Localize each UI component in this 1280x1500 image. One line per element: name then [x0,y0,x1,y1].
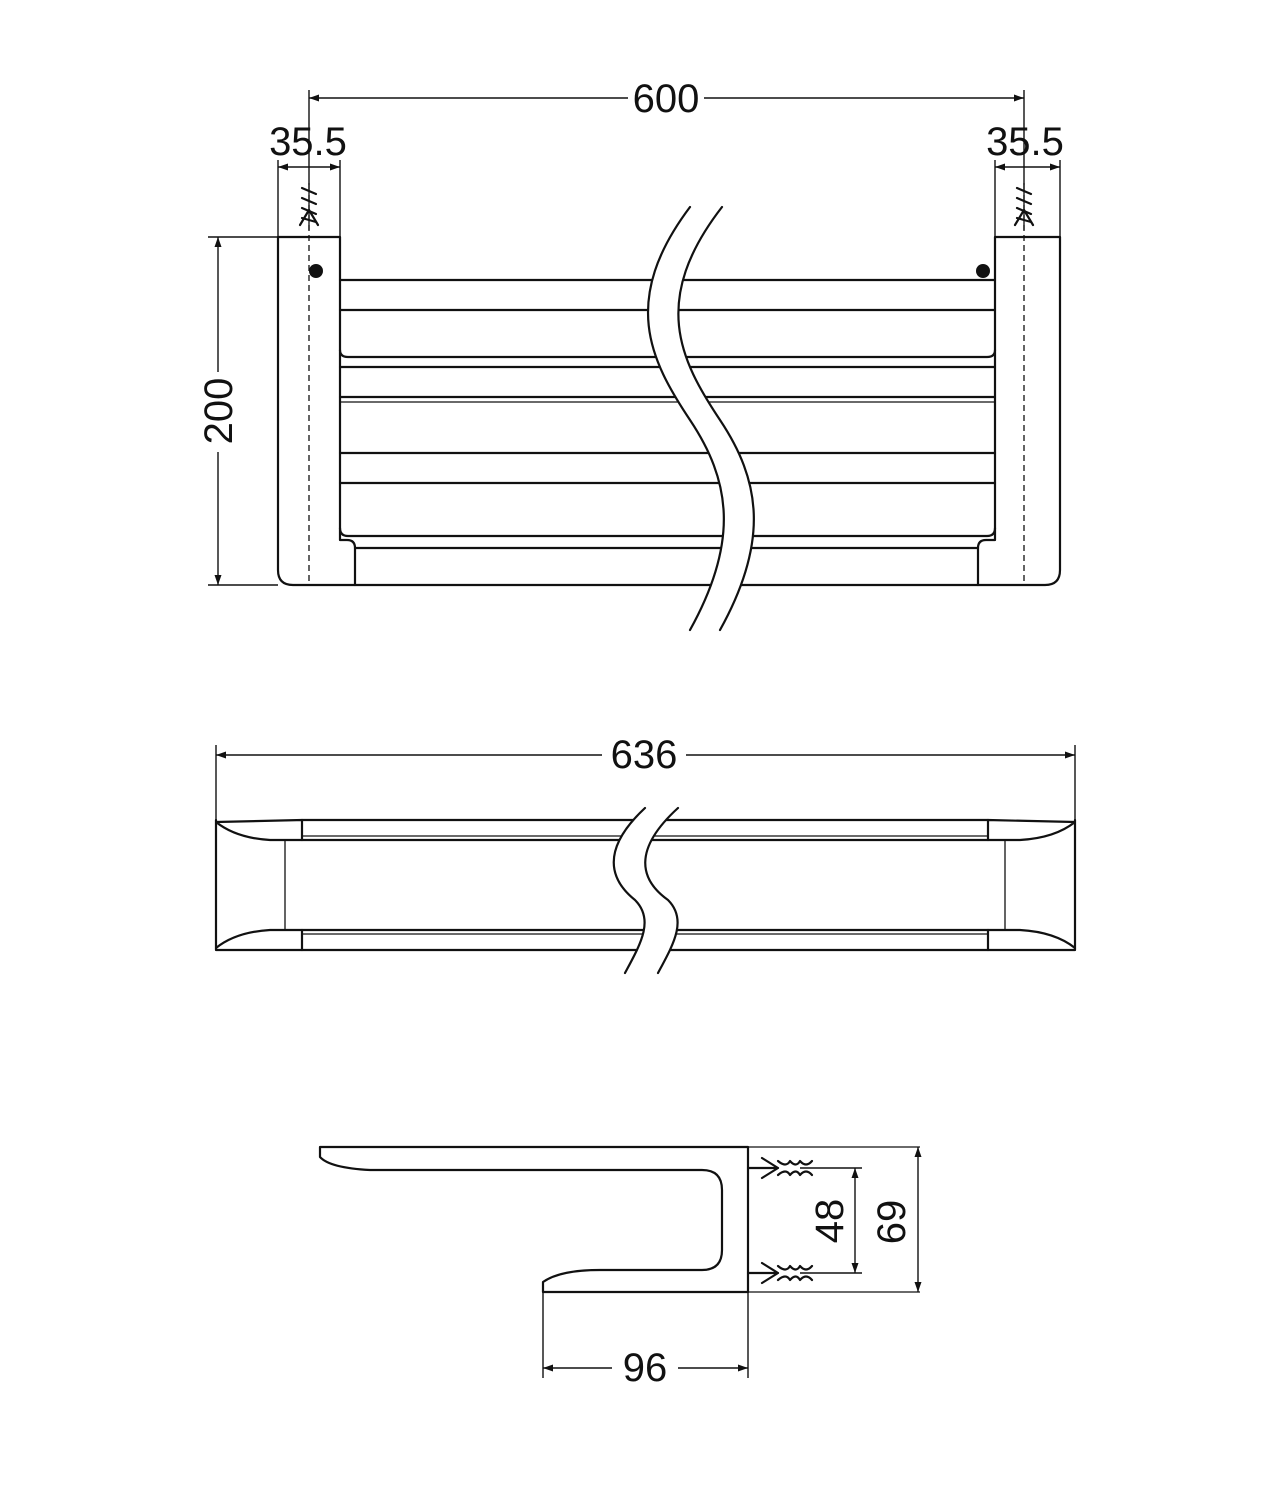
side-upper-screw-icon [746,1156,814,1180]
dimension-48: 48 [800,1167,862,1274]
left-fixing-dot [309,264,323,278]
dimension-600: 600 [308,77,1025,185]
top-view: 636 [214,733,1077,975]
front-break-line [648,207,754,630]
dimension-96: 96 [542,1292,749,1390]
dimension-35-5-left: 35.5 [269,120,347,237]
dimension-label-600: 600 [633,77,700,121]
side-view: 48 69 96 [318,1145,922,1390]
top-break-line [612,806,647,975]
dimension-label-48: 48 [808,1199,852,1244]
dimension-636: 636 [215,733,1076,820]
dimension-label-636: 636 [611,733,678,777]
dimension-label-96: 96 [623,1346,668,1390]
dimension-69: 69 [870,1147,922,1292]
front-rails [338,395,997,538]
front-right-bracket [976,235,1062,587]
dimension-35-5-right: 35.5 [986,120,1064,237]
side-lower-screw-icon [746,1261,814,1285]
dimension-200: 200 [196,236,278,586]
top-right-end [986,818,1077,952]
top-left-end [214,818,304,952]
left-screw-icon [298,183,320,230]
dimension-label-69: 69 [870,1200,914,1245]
front-view: 600 35.5 35.5 200 [196,77,1064,632]
right-screw-icon [1013,183,1035,230]
side-profile [318,1145,750,1294]
dimension-label-35-5-right: 35.5 [986,120,1064,164]
right-fixing-dot [976,264,990,278]
front-bottom-bar [353,546,980,587]
front-left-bracket [276,235,357,587]
dimension-label-200: 200 [197,378,241,445]
dimension-label-35-5-left: 35.5 [269,120,347,164]
